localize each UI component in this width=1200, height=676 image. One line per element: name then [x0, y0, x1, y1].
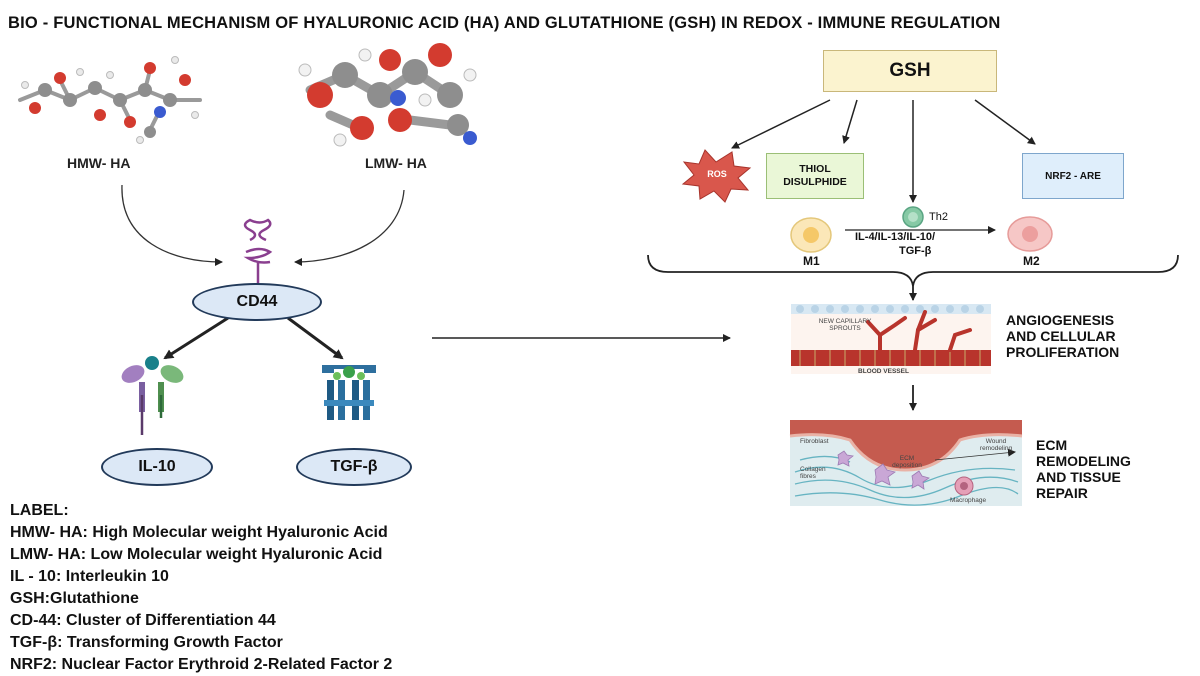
hmw-ha-label: HMW- HA — [67, 155, 131, 171]
tgf-beta-node: TGF-β — [296, 448, 412, 486]
ecm-deposition-label: ECM deposition — [892, 455, 922, 469]
lmw-ha-label: LMW- HA — [365, 155, 427, 171]
nrf2-are-node: NRF2 - ARE — [1022, 153, 1124, 199]
cd44-node: CD44 — [192, 283, 322, 321]
angiogenesis-panel — [791, 304, 991, 374]
m2-label: M2 — [1023, 254, 1040, 268]
ecm-remodeling-panel — [789, 420, 1023, 506]
legend-item: GSH:Glutathione — [10, 590, 139, 607]
ros-burst-icon — [681, 149, 752, 203]
gsh-to-thiol-arrow — [842, 99, 858, 144]
ecm-line-2: REMODELING — [1036, 453, 1131, 469]
th2-cell-icon — [902, 206, 924, 228]
hmw-to-cd44-arrow — [121, 184, 223, 266]
ros-label: ROS — [707, 169, 727, 179]
angiogenesis-text: ANGIOGENESIS AND CELLULAR PROLIFERATION — [1006, 312, 1119, 360]
macrophage-label: Macrophage — [950, 497, 987, 504]
legend-heading: LABEL: — [10, 502, 69, 519]
cd44-receptor-icon — [243, 218, 273, 290]
legend-item: IL - 10: Interleukin 10 — [10, 568, 169, 585]
gsh-node: GSH — [823, 50, 997, 92]
collagen-fibres-label: Collagen fibres — [800, 466, 826, 480]
gsh-to-nrf2-arrow — [974, 99, 1036, 145]
legend-item: CD-44: Cluster of Differentiation 44 — [10, 612, 276, 629]
angiogenesis-line-2: AND CELLULAR — [1006, 328, 1116, 344]
new-capillary-label: NEW CAPILLARY SPROUTS — [818, 318, 872, 332]
convergence-brace — [647, 254, 1179, 287]
lmw-ha-molecule — [298, 43, 477, 147]
cd44-to-tgf-arrow — [287, 316, 344, 360]
gsh-to-ros-arrow — [731, 99, 831, 149]
legend-item: NRF2: Nuclear Factor Erythroid 2-Related… — [10, 656, 393, 673]
m2-macrophage-icon — [1007, 216, 1053, 252]
angiogenesis-line-1: ANGIOGENESIS — [1006, 312, 1115, 328]
blood-vessel-label: BLOOD VESSEL — [858, 368, 909, 375]
legend-item: LMW- HA: Low Molecular weight Hyaluronic… — [10, 546, 383, 563]
ecm-line-4: REPAIR — [1036, 485, 1088, 501]
tgf-receptor-icon — [322, 365, 376, 420]
thiol-disulphide-node: THIOL DISULPHIDE — [766, 153, 864, 199]
m1-label: M1 — [803, 254, 820, 268]
legend-item: HMW- HA: High Molecular weight Hyaluroni… — [10, 524, 388, 541]
il10-receptor-icon — [121, 356, 184, 435]
cytokines-line2: TGF-β — [899, 245, 932, 257]
m1-macrophage-icon — [790, 217, 832, 253]
hmw-ha-molecule — [18, 56, 202, 144]
angiogenesis-line-3: PROLIFERATION — [1006, 344, 1120, 360]
legend-item: TGF-β: Transforming Growth Factor — [10, 634, 283, 651]
ecm-line-1: ECM — [1036, 437, 1068, 453]
page-title: BIO - FUNCTIONAL MECHANISM OF HYALURONIC… — [8, 14, 1001, 32]
il10-node: IL-10 — [101, 448, 213, 486]
legend: LABEL: HMW- HA: High Molecular weight Hy… — [10, 500, 392, 676]
ecm-line-3: AND TISSUE — [1036, 469, 1121, 485]
ecm-text: ECM REMODELING AND TISSUE REPAIR — [1036, 437, 1131, 501]
lmw-to-cd44-arrow — [294, 189, 405, 266]
th2-label: Th2 — [929, 211, 948, 223]
cytokines-line1: IL-4/IL-13/IL-10/ — [855, 231, 936, 243]
wound-remodeling-label: Wound remodeling — [979, 438, 1013, 452]
cd44-to-il10-arrow — [163, 316, 229, 360]
fibroblast-label: Fibroblast — [800, 438, 829, 445]
